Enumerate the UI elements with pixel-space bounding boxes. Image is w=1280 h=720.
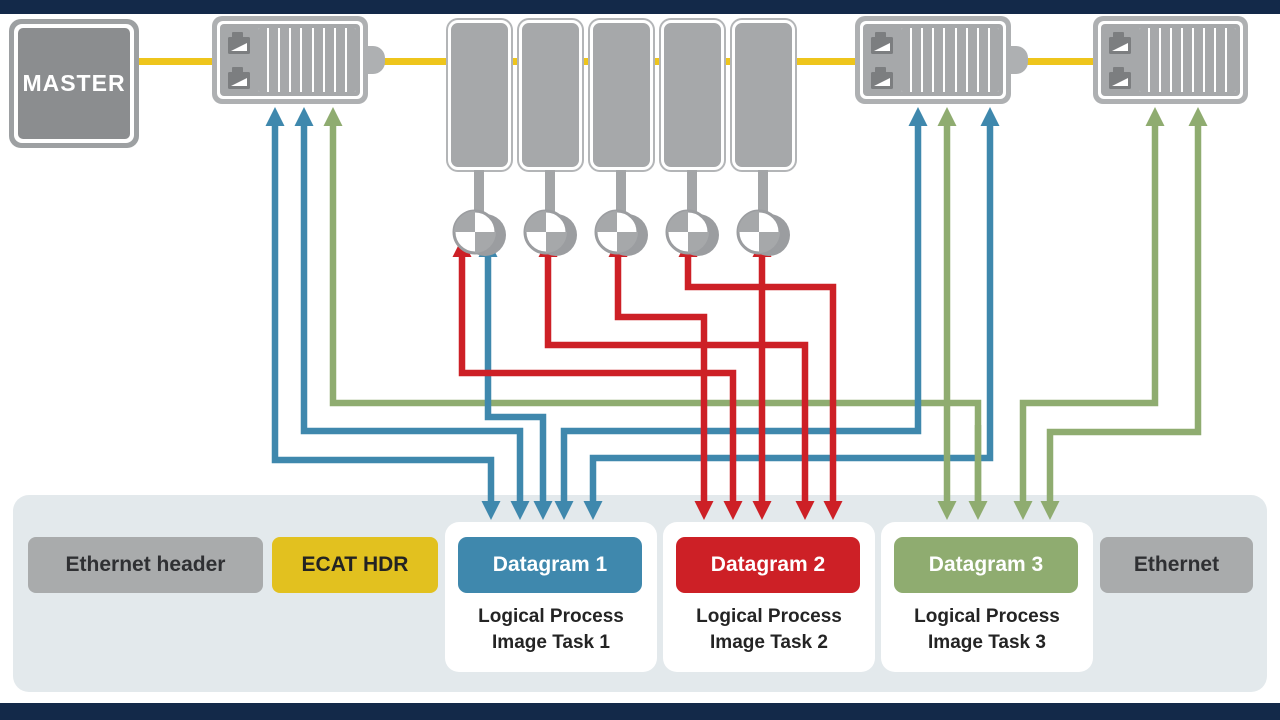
ethercat-port-icon — [228, 31, 250, 54]
drive-module — [661, 20, 724, 170]
terminal-slats — [1139, 28, 1236, 92]
datagram-1-task-label: Logical Process Image Task 1 — [478, 606, 624, 653]
drive-4 — [661, 20, 724, 256]
drive-module — [590, 20, 653, 170]
motor-icon — [665, 209, 719, 256]
motor-icon — [736, 209, 790, 256]
motor-shaft — [474, 170, 484, 214]
datagram-2-group: Datagram 2 Logical Process Image Task 2 — [663, 522, 875, 672]
end-device — [1093, 16, 1248, 104]
datagram-2-box: Datagram 2 — [676, 537, 860, 593]
motor-icon — [594, 209, 648, 256]
drive-3 — [590, 20, 653, 256]
datagram-2-task-label: Logical Process Image Task 2 — [696, 606, 842, 653]
master-label: MASTER — [18, 28, 130, 139]
motor-icon — [452, 209, 506, 256]
top-border-bar — [0, 0, 1280, 14]
ethernet-header-box: Ethernet header — [28, 537, 263, 593]
datagram-1-box: Datagram 1 — [458, 537, 642, 593]
ethercat-port-icon — [228, 66, 250, 89]
drive-module — [732, 20, 795, 170]
drive-1 — [448, 20, 511, 256]
bus-connector-bump — [1006, 46, 1028, 74]
motor-shaft — [616, 170, 626, 214]
drive-5 — [732, 20, 795, 256]
datagram-1-group: Datagram 1 Logical Process Image Task 1 — [445, 522, 657, 672]
datagram-3-box: Datagram 3 — [894, 537, 1078, 593]
ethercat-port-icon — [1109, 31, 1131, 54]
datagram-3-task-label: Logical Process Image Task 3 — [914, 606, 1060, 653]
terminal-slats — [258, 28, 356, 92]
frame-panel: Ethernet header ECAT HDR Datagram 1 Logi… — [13, 495, 1267, 692]
ethercat-port-icon — [1109, 66, 1131, 89]
motor-shaft — [545, 170, 555, 214]
ethercat-ports — [224, 28, 254, 92]
bus-coupler-1 — [212, 16, 385, 104]
bus-coupler-2 — [855, 16, 1028, 104]
master-device: MASTER — [9, 19, 139, 148]
ethercat-ports — [1105, 28, 1135, 92]
drive-module — [448, 20, 511, 170]
drive-module — [519, 20, 582, 170]
motor-icon — [523, 209, 577, 256]
datagram-3-group: Datagram 3 Logical Process Image Task 3 — [881, 522, 1093, 672]
ethercat-ports — [867, 28, 897, 92]
bus-connector-bump — [363, 46, 385, 74]
motor-shaft — [758, 170, 768, 214]
ethernet-trailer-box: Ethernet — [1100, 537, 1253, 593]
ecat-hdr-box: ECAT HDR — [272, 537, 438, 593]
ethercat-port-icon — [871, 31, 893, 54]
bottom-border-bar — [0, 703, 1280, 720]
ethercat-port-icon — [871, 66, 893, 89]
drive-2 — [519, 20, 582, 256]
terminal-slats — [901, 28, 999, 92]
motor-shaft — [687, 170, 697, 214]
